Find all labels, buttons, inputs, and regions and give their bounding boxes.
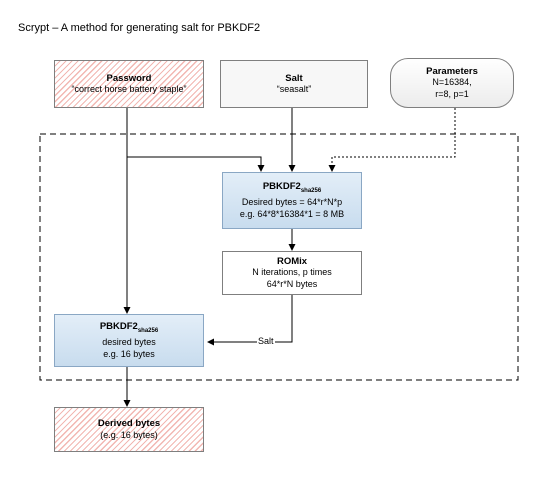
romix-line1: N iterations, p times <box>252 267 332 278</box>
pbkdf2-top-box: PBKDF2sha256 Desired bytes = 64*r*N*p e.… <box>222 172 362 229</box>
pbkdf2-top-title: PBKDF2 <box>262 180 301 192</box>
derived-bytes-box: Derived bytes (e.g. 16 bytes) <box>54 407 204 452</box>
parameters-line2: r=8, p=1 <box>435 88 469 99</box>
pbkdf2-bottom-subscript: sha256 <box>137 327 159 334</box>
pbkdf2-bottom-line2: e.g. 16 bytes <box>103 348 155 359</box>
password-to-pbkdf2-top-arrow <box>127 156 265 172</box>
process-boundary <box>39 133 519 381</box>
pbkdf2-top-heading: PBKDF2sha256 <box>263 181 321 197</box>
parameters-to-pbkdf2-top-arrow <box>328 108 456 172</box>
parameters-title: Parameters <box>426 65 478 77</box>
pbkdf2-bottom-box: PBKDF2sha256 desired bytes e.g. 16 bytes <box>54 314 204 367</box>
pbkdf2-top-line1: Desired bytes = 64*r*N*p <box>241 197 343 208</box>
pbkdf2-bottom-heading: PBKDF2sha256 <box>100 321 158 337</box>
pbkdf2-bottom-line1: desired bytes <box>102 337 156 348</box>
romix-box: ROMix N iterations, p times 64*r*N bytes <box>222 251 362 295</box>
parameters-box: Parameters N=16384, r=8, p=1 <box>390 58 514 108</box>
password-title: Password <box>106 72 152 84</box>
pbkdf2-bottom-title: PBKDF2 <box>99 320 138 332</box>
romix-line2: 64*r*N bytes <box>266 278 318 289</box>
salt-connector-label: Salt <box>257 336 275 346</box>
parameters-line1: N=16384, <box>432 77 472 88</box>
derived-value: (e.g. 16 bytes) <box>100 429 158 440</box>
romix-title: ROMix <box>276 255 308 267</box>
romix-to-pbkdf2-bottom-arrow <box>207 295 293 346</box>
derived-title: Derived bytes <box>97 418 161 429</box>
pbkdf2-top-line2: e.g. 64*8*16384*1 = 8 MB <box>239 208 345 219</box>
salt-title: Salt <box>285 72 303 84</box>
pbkdf2-top-subscript: sha256 <box>300 187 322 194</box>
password-value: “correct horse battery staple” <box>71 84 187 94</box>
salt-box: Salt “seasalt” <box>220 60 368 108</box>
salt-value: “seasalt” <box>276 84 312 94</box>
diagram-title: Scrypt – A method for generating salt fo… <box>18 22 261 34</box>
password-box: Password “correct horse battery staple” <box>54 60 204 108</box>
